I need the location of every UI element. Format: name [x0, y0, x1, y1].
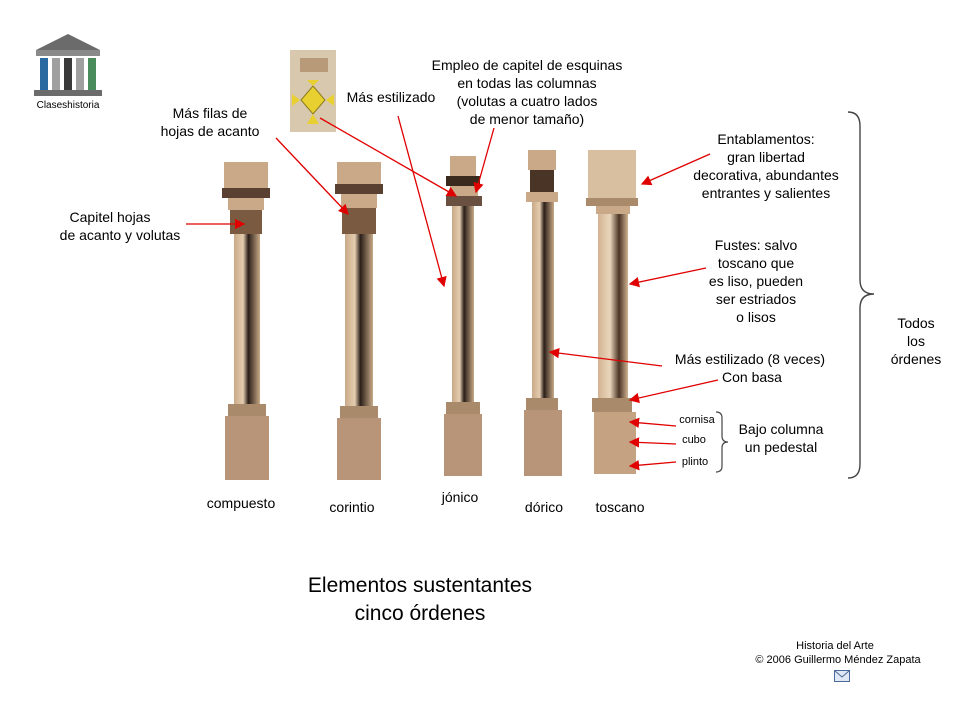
label-compuesto: compuesto: [206, 495, 276, 511]
note-entablamentos-line3: decorativa, abundantes: [693, 167, 839, 183]
footer-line2: © 2006 Guillermo Méndez Zapata: [755, 654, 921, 666]
note-entablamentos-line4: entrantes y salientes: [701, 185, 831, 201]
note-mas-estilizado: Más estilizado: [346, 89, 436, 105]
note-con-basa: Con basa: [722, 369, 782, 385]
note-filas-line2: hojas de acanto: [160, 123, 260, 139]
annotation-arrows: [186, 115, 719, 471]
footer-line1: Historia del Arte: [796, 640, 874, 652]
column-compuesto: [222, 162, 270, 480]
note-cubo: cubo: [682, 434, 706, 446]
ionic-corner-volute-thumbnail: [290, 50, 336, 132]
note-fustes-line4: ser estriados: [715, 291, 797, 307]
column-jonico: [444, 156, 482, 476]
note-empleo-line1: Empleo de capitel de esquinas: [431, 57, 623, 73]
note-empleo-line2: en todas las columnas: [457, 75, 597, 91]
note-filas-line1: Más filas de: [172, 105, 248, 121]
temple-logo-icon: [34, 34, 102, 96]
note-empleo-line3: (volutas a cuatro lados: [456, 93, 598, 109]
note-entablamentos-line1: Entablamentos:: [717, 131, 815, 147]
note-capitel-line1: Capitel hojas: [69, 209, 151, 225]
page-title-line1: Elementos sustentantes: [307, 574, 533, 597]
mail-icon[interactable]: [834, 670, 850, 682]
pedestal-brace: [715, 411, 729, 473]
note-empleo-line4: de menor tamaño): [469, 111, 585, 127]
note-fustes-line3: es liso, pueden: [708, 273, 804, 289]
note-capitel-line2: de acanto y volutas: [59, 227, 181, 243]
label-toscano: toscano: [595, 499, 645, 515]
label-corintio: corintio: [329, 499, 375, 515]
column-dorico: [524, 150, 562, 476]
note-todos-line3: órdenes: [890, 351, 942, 367]
note-bajo-columna-line1: Bajo columna: [738, 421, 824, 437]
note-fustes-line2: toscano que: [717, 255, 795, 271]
note-todos-line1: Todos: [897, 315, 935, 331]
page-title-line2: cinco órdenes: [354, 602, 486, 625]
label-dorico: dórico: [524, 499, 564, 515]
note-fustes-line1: Fustes: salvo: [714, 237, 798, 253]
note-entablamentos-line2: gran libertad: [727, 149, 805, 165]
note-cornisa: cornisa: [679, 414, 715, 426]
note-fustes-line5: o lisos: [736, 309, 776, 325]
note-bajo-columna-line2: un pedestal: [744, 439, 818, 455]
column-toscano: [586, 150, 638, 474]
logo-caption: Claseshistoria: [36, 100, 100, 111]
note-plinto: plinto: [681, 456, 709, 468]
all-orders-brace: [847, 111, 875, 479]
logo[interactable]: Claseshistoria: [28, 30, 108, 120]
label-jonico: jónico: [441, 489, 479, 505]
column-corintio: [335, 162, 383, 480]
note-todos-line2: los: [907, 333, 925, 349]
note-mas-estilizado-8: Más estilizado (8 veces): [674, 351, 826, 367]
